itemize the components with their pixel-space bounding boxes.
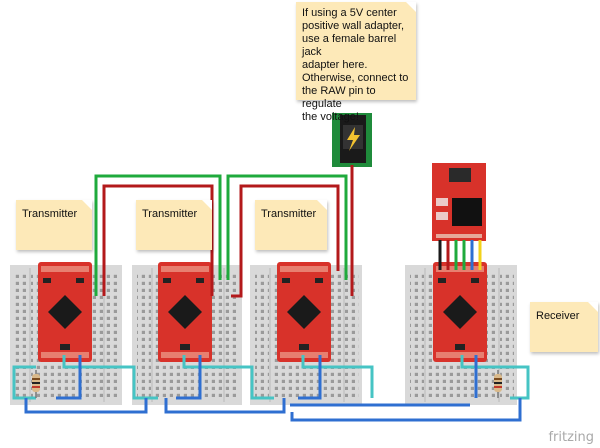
blue-wires xyxy=(24,355,522,422)
resistor-1 xyxy=(32,370,40,398)
arduino-board-2 xyxy=(158,262,212,362)
arduino-board-4 xyxy=(433,262,487,362)
transmitter-note-2: Transmitter xyxy=(136,200,212,250)
receiver-note: Receiver xyxy=(530,302,598,352)
green-wires xyxy=(94,174,348,296)
barrel-jack xyxy=(332,113,372,167)
ftdi-wires xyxy=(438,240,482,270)
arduino-board-1 xyxy=(38,262,92,362)
transmitter-label-2: Transmitter xyxy=(142,208,198,220)
red-wires xyxy=(102,165,354,298)
fritzing-logo: fritzing xyxy=(548,430,594,445)
transmitter-label-3: Transmitter xyxy=(261,208,317,220)
transmitter-note-1: Transmitter xyxy=(16,200,92,250)
power-note-text: If using a 5V center positive wall adapt… xyxy=(302,7,409,123)
lightning-icon xyxy=(347,127,360,151)
resistor-2 xyxy=(494,370,502,398)
power-note: If using a 5V center positive wall adapt… xyxy=(296,2,416,123)
cyan-wires xyxy=(12,355,530,400)
transmitter-label-1: Transmitter xyxy=(22,208,78,220)
ftdi-adapter xyxy=(432,163,486,241)
receiver-label: Receiver xyxy=(536,310,580,322)
transmitter-note-3: Transmitter xyxy=(255,200,327,250)
arduino-board-3 xyxy=(277,262,331,362)
